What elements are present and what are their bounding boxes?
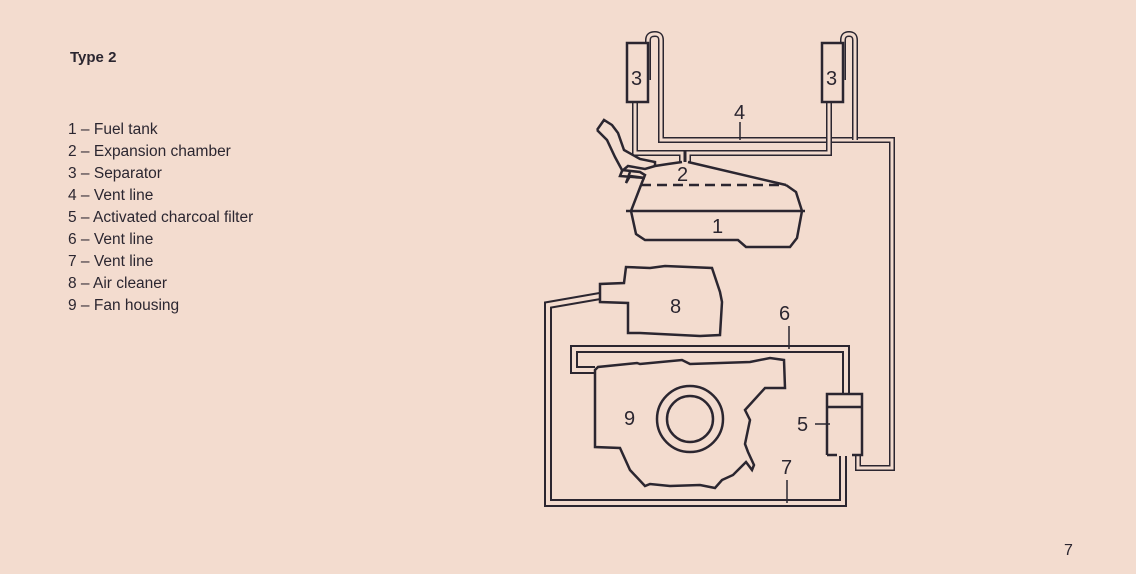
label-vent-line-6: 6 [779, 303, 790, 325]
filler-neck [595, 118, 657, 171]
separator-right [820, 41, 845, 104]
label-fuel-tank: 1 [712, 216, 723, 238]
vent-line-6 [570, 345, 850, 395]
label-charcoal-filter: 5 [797, 414, 808, 436]
label-vent-line-4: 4 [734, 102, 745, 124]
fan-inner-ring [665, 394, 715, 444]
fan-outer-ring [655, 384, 725, 454]
legend-item: 2 – Expansion chamber [68, 143, 231, 160]
label-fan-housing: 9 [624, 408, 635, 430]
separator-left [625, 41, 650, 104]
legend-item: 9 – Fan housing [68, 297, 180, 314]
label-vent-line-7: 7 [781, 457, 792, 479]
page-title: Type 2 [70, 49, 117, 66]
vent-line-4 [632, 30, 895, 471]
label-separator-left: 3 [631, 68, 642, 90]
air-cleaner [598, 264, 724, 338]
leader-lines [739, 122, 830, 503]
legend-item: 5 – Activated charcoal filter [68, 209, 254, 226]
vent-line-7 [544, 292, 847, 507]
fan-housing [593, 356, 787, 490]
legend-item: 1 – Fuel tank [68, 121, 158, 138]
page-number: 7 [1064, 542, 1073, 559]
legend-item: 6 – Vent line [68, 231, 154, 248]
label-air-cleaner: 8 [670, 296, 681, 318]
legend-item: 8 – Air cleaner [68, 275, 168, 292]
legend-item: 7 – Vent line [68, 253, 154, 270]
label-expansion-chamber: 2 [677, 164, 688, 186]
expansion-chamber-outline [621, 168, 647, 186]
charcoal-filter [825, 392, 864, 457]
label-separator-right: 3 [826, 68, 837, 90]
fuel-tank [629, 183, 804, 249]
legend-item: 4 – Vent line [68, 187, 154, 204]
legend-item: 3 – Separator [68, 165, 162, 182]
legend-list: 1 – Fuel tank 2 – Expansion chamber 3 – … [68, 119, 253, 317]
